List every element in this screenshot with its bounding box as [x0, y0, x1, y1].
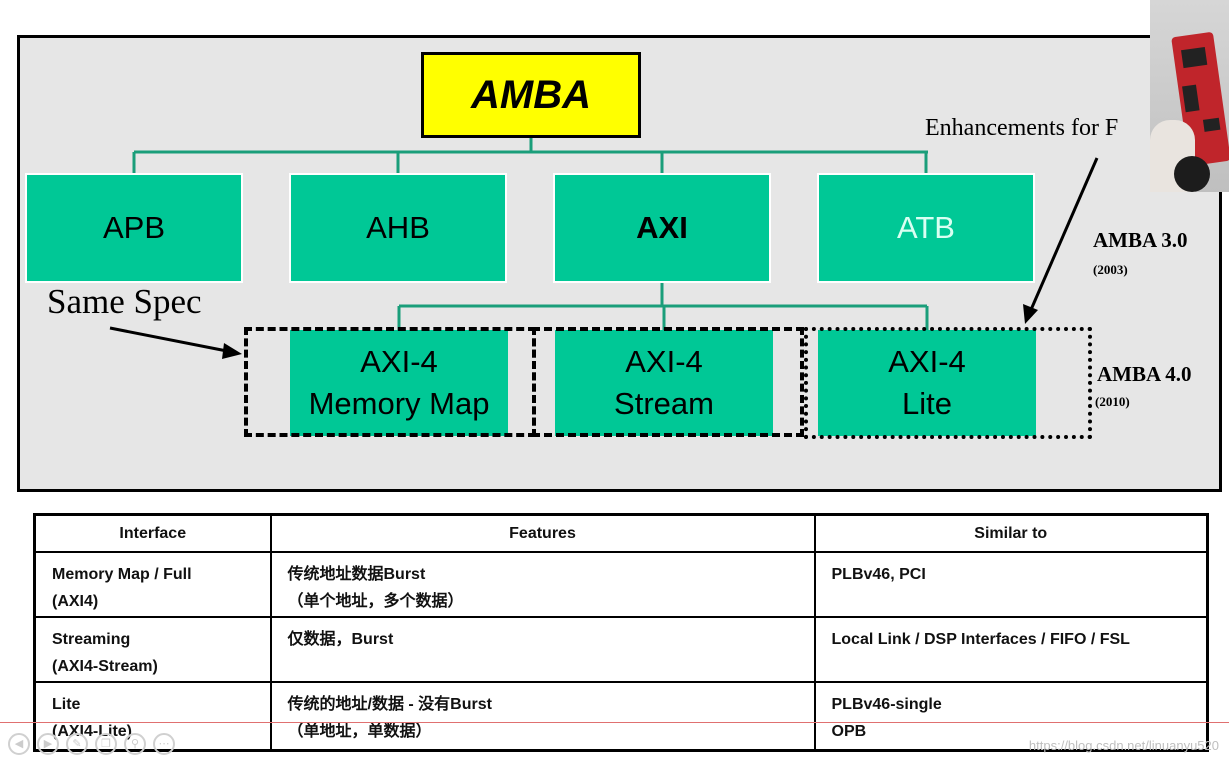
webcam-overlay	[1150, 0, 1229, 192]
node-line2: Memory Map	[308, 386, 490, 421]
amba40-label: AMBA 4.0	[1097, 362, 1192, 386]
table-header-row: Interface Features Similar to	[33, 513, 1209, 553]
table-row: Lite (AXI4-Lite) 传统的地址/数据 - 没有Burst （单地址…	[33, 681, 1209, 752]
features-cell: 传统地址数据Burst （单个地址，多个数据）	[269, 551, 816, 618]
cell-line: PLBv46-single	[831, 696, 942, 713]
similar-cell: PLBv46, PCI	[813, 551, 1209, 618]
copy-icon[interactable]: ❐	[95, 733, 117, 755]
cell-line: Streaming	[52, 631, 131, 648]
amba30-label: AMBA 3.0	[1093, 228, 1188, 252]
play-icon[interactable]: ▶	[37, 733, 59, 755]
enhancements-label: Enhancements for F	[925, 115, 1119, 141]
watermark-url: https://blog.csdn.net/linuanyu520	[1028, 738, 1219, 753]
header-similar: Similar to	[813, 513, 1209, 553]
cell-line: Memory Map / Full	[52, 566, 192, 583]
node-line2: Lite	[902, 386, 952, 421]
cell-line: OPB	[831, 723, 867, 740]
stream-group-outline	[532, 327, 804, 437]
axi-node: AXI	[553, 173, 771, 283]
cell-line: （单地址，单数据）	[287, 723, 432, 740]
features-cell: 传统的地址/数据 - 没有Burst （单地址，单数据）	[269, 681, 816, 752]
edit-icon[interactable]: ✎	[66, 733, 88, 755]
amba40-year: (2010)	[1095, 394, 1130, 409]
axi4-stream-node: AXI-4 Stream	[555, 330, 773, 436]
same-spec-arrow	[109, 326, 233, 354]
node-line2: Stream	[614, 386, 714, 421]
cell-line: 传统的地址/数据 - 没有Burst	[287, 696, 492, 713]
divider-line	[0, 722, 1229, 723]
node-line1: AXI-4	[888, 344, 966, 379]
similar-cell: Local Link / DSP Interfaces / FIFO / FSL	[813, 616, 1209, 683]
amba30-year: (2003)	[1093, 262, 1128, 277]
cell-line: PLBv46, PCI	[831, 566, 926, 583]
similar-cell: PLBv46-single OPB	[813, 681, 1209, 752]
same-spec-group-outline	[244, 327, 536, 437]
same-spec-label: Same Spec	[47, 282, 202, 321]
enhancements-arrow	[1028, 157, 1099, 313]
lite-group-outline	[804, 327, 1092, 439]
connector-lines	[109, 138, 1099, 359]
ahb-node: AHB	[289, 173, 507, 283]
axi4-memory-map-node: AXI-4 Memory Map	[290, 330, 508, 436]
object-image	[1174, 156, 1210, 192]
prev-icon[interactable]: ◀	[8, 733, 30, 755]
cell-line: (AXI4)	[52, 593, 99, 610]
axi4-lite-node: AXI-4 Lite	[818, 330, 1036, 436]
player-controls: ◀ ▶ ✎ ❐ ⚲ ⋯	[8, 733, 175, 757]
more-icon[interactable]: ⋯	[153, 733, 175, 755]
cell-line: 传统地址数据Burst	[287, 566, 426, 583]
interface-cell: Streaming (AXI4-Stream)	[33, 616, 272, 683]
table-row: Streaming (AXI4-Stream) 仅数据，Burst Local …	[33, 616, 1209, 683]
table-row: Memory Map / Full (AXI4) 传统地址数据Burst （单个…	[33, 551, 1209, 618]
apb-node: APB	[25, 173, 243, 283]
zoom-icon[interactable]: ⚲	[124, 733, 146, 755]
node-line1: AXI-4	[625, 344, 703, 379]
interface-cell: Memory Map / Full (AXI4)	[33, 551, 272, 618]
node-line1: AXI-4	[360, 344, 438, 379]
features-cell: 仅数据，Burst	[269, 616, 816, 683]
interface-table-wrap: Interface Features Similar to Memory Map…	[33, 513, 1209, 752]
amba-root-node: AMBA	[421, 52, 641, 138]
atb-node: ATB	[817, 173, 1035, 283]
cell-line: 仅数据，Burst	[287, 631, 394, 648]
header-features: Features	[269, 513, 816, 553]
interface-table: Interface Features Similar to Memory Map…	[33, 513, 1209, 752]
header-interface: Interface	[33, 513, 272, 553]
cell-line: （单个地址，多个数据）	[287, 593, 464, 610]
cell-line: Local Link / DSP Interfaces / FIFO / FSL	[831, 631, 1130, 648]
cell-line: (AXI4-Stream)	[52, 658, 158, 675]
cell-line: Lite	[52, 696, 81, 713]
